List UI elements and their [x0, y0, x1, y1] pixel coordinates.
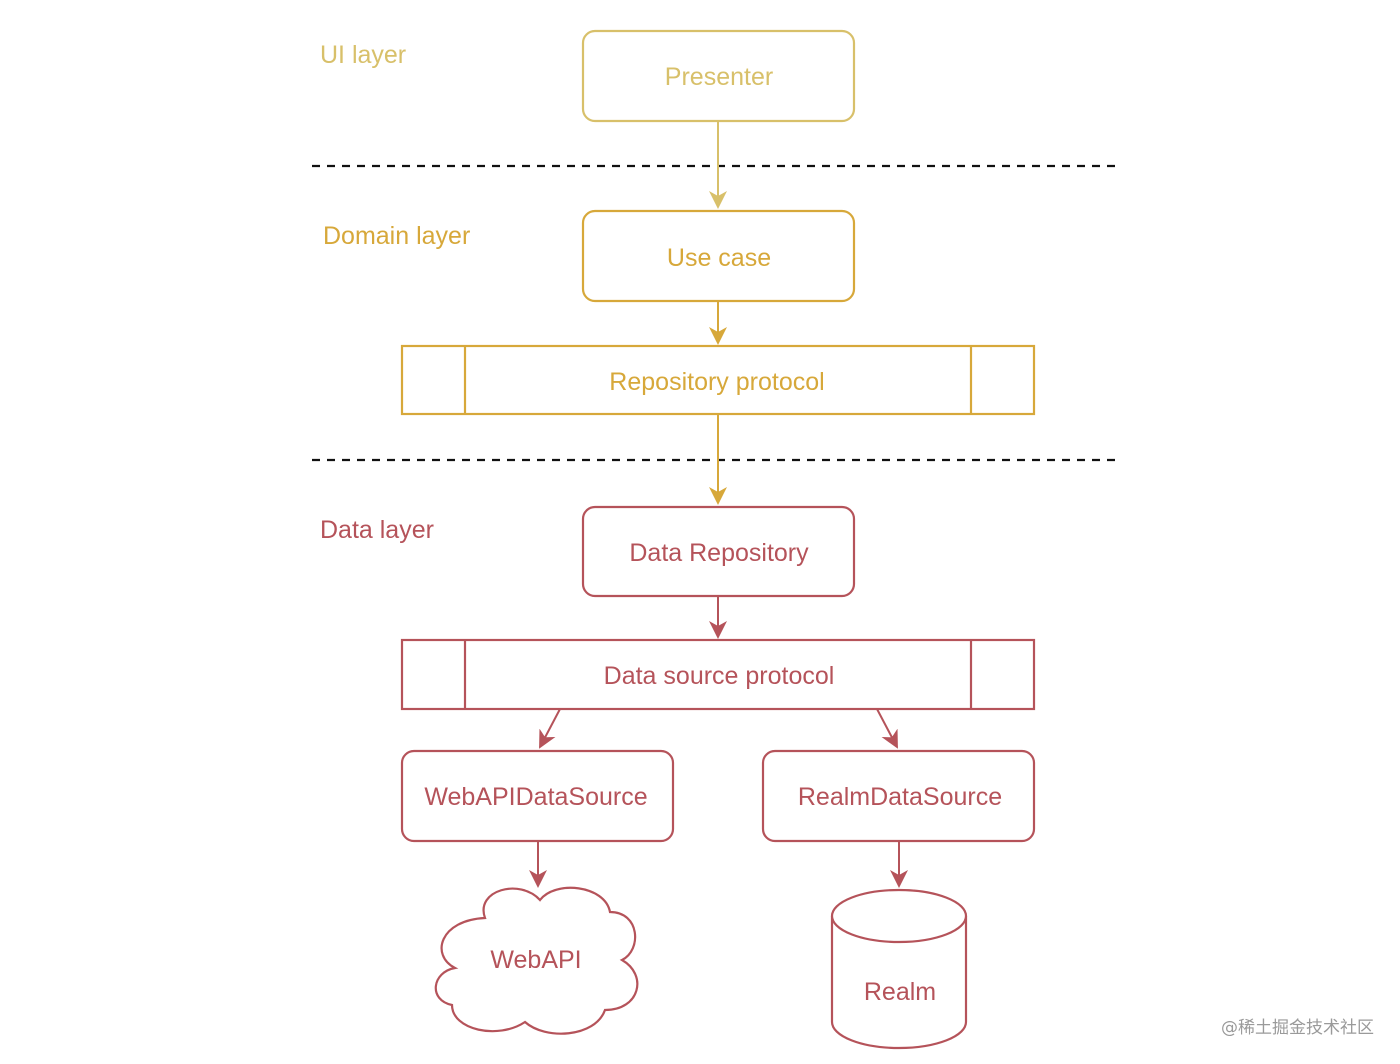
realm-data-source-box: [761, 749, 1036, 843]
realm-label: Realm: [864, 978, 936, 1006]
repository-protocol-label: Repository protocol: [609, 368, 824, 396]
realm-data-source-node: RealmDataSource: [761, 749, 1036, 843]
data-repository-label: Data Repository: [629, 539, 809, 567]
data-source-protocol-node: Data source protocol: [400, 638, 1036, 711]
realm-cylinder-top: [830, 888, 968, 944]
realm-database-node: Realm: [830, 888, 968, 1050]
webapi-label: WebAPI: [490, 946, 581, 974]
presenter-box: [581, 29, 856, 123]
realm-data-source-label: RealmDataSource: [798, 783, 1002, 811]
data-repository-box: [581, 505, 856, 598]
watermark: @稀土掘金技术社区: [1221, 1018, 1374, 1038]
webapi-data-source-node: WebAPIDataSource: [400, 749, 675, 843]
repository-protocol-box: [400, 344, 1036, 416]
data-repository-node: Data Repository: [581, 505, 856, 598]
presenter-label: Presenter: [665, 63, 773, 91]
data-source-protocol-box: [400, 638, 1036, 711]
edge-data-source-protocol-to-webapi-data-source: [539, 708, 561, 749]
edge-data-source-protocol-to-realm-data-source: [876, 708, 898, 749]
use-case-node: Use case: [581, 209, 856, 303]
ui-layer-label: UI layer: [320, 41, 406, 69]
data-layer-label: Data layer: [320, 516, 434, 544]
presenter-node: Presenter: [581, 29, 856, 123]
webapi-cloud-shape: [434, 886, 639, 1035]
realm-cylinder-body: [830, 916, 968, 1050]
webapi-data-source-label: WebAPIDataSource: [424, 783, 647, 811]
use-case-box: [581, 209, 856, 303]
domain-layer-label: Domain layer: [323, 222, 470, 250]
webapi-data-source-box: [400, 749, 675, 843]
webapi-cloud-node: WebAPI: [434, 886, 639, 1035]
data-source-protocol-label: Data source protocol: [604, 662, 835, 690]
repository-protocol-node: Repository protocol: [400, 344, 1036, 416]
use-case-label: Use case: [667, 244, 771, 272]
